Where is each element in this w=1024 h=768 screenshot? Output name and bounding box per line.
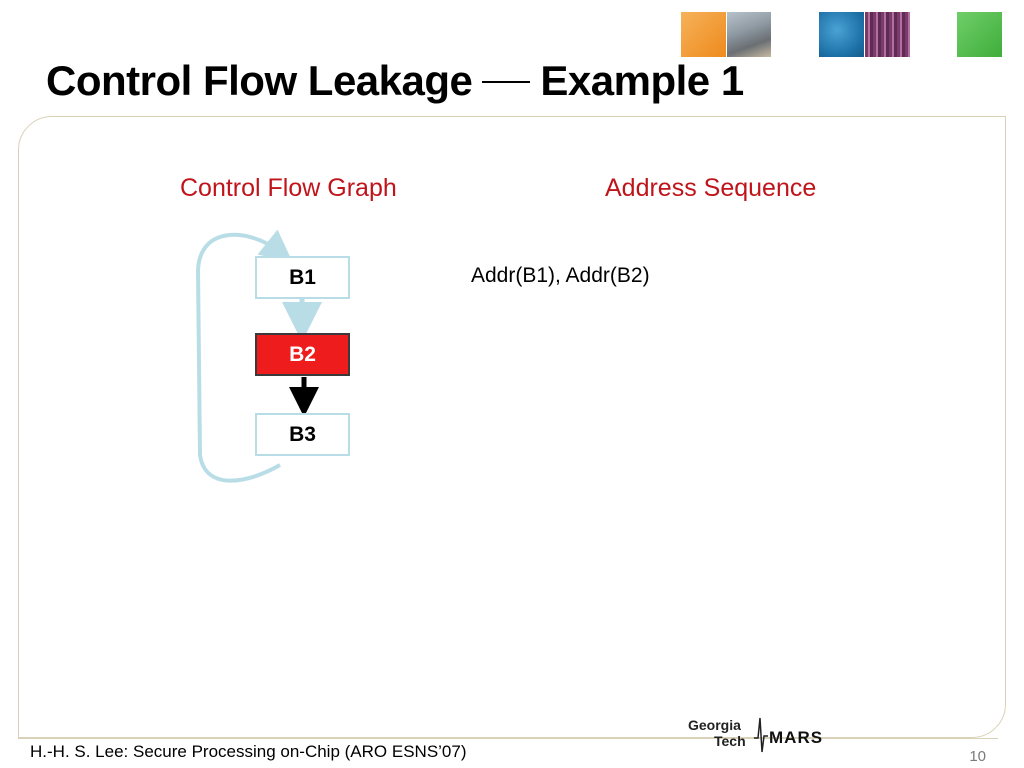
header-tile-green <box>957 12 1002 57</box>
header-tile-orange <box>681 12 726 57</box>
georgia-tech-mars-logo: Georgia Tech MARS <box>688 717 823 753</box>
edge-b3-to-b1 <box>195 229 293 483</box>
slide-title-part1: Control Flow Leakage <box>46 57 473 104</box>
logo-tech-text: Tech <box>714 733 746 749</box>
footer-divider <box>18 738 998 739</box>
header-photo-chip <box>865 12 910 57</box>
cfg-block-b3: B3 <box>255 413 350 456</box>
cfg-block-b2: B2 <box>255 333 350 376</box>
logo-pulse-icon <box>754 717 768 753</box>
title-dash <box>482 80 531 83</box>
content-frame <box>18 116 1006 738</box>
heading-control-flow-graph: Control Flow Graph <box>180 174 397 202</box>
logo-mars-text: MARS <box>769 728 823 747</box>
slide-title: Control Flow Leakage Example 1 <box>46 56 744 106</box>
cfg-block-b1: B1 <box>255 256 350 299</box>
page-number: 10 <box>969 748 986 765</box>
footer-citation: H.-H. S. Lee: Secure Processing on-Chip … <box>30 742 467 761</box>
logo-georgia-text: Georgia <box>688 717 741 733</box>
heading-address-sequence: Address Sequence <box>605 174 817 202</box>
slide-title-part2: Example 1 <box>540 57 744 104</box>
address-sequence-text: Addr(B1), Addr(B2) <box>471 264 650 287</box>
header-photo-campus <box>727 12 771 57</box>
header-tile-blue <box>819 12 864 57</box>
